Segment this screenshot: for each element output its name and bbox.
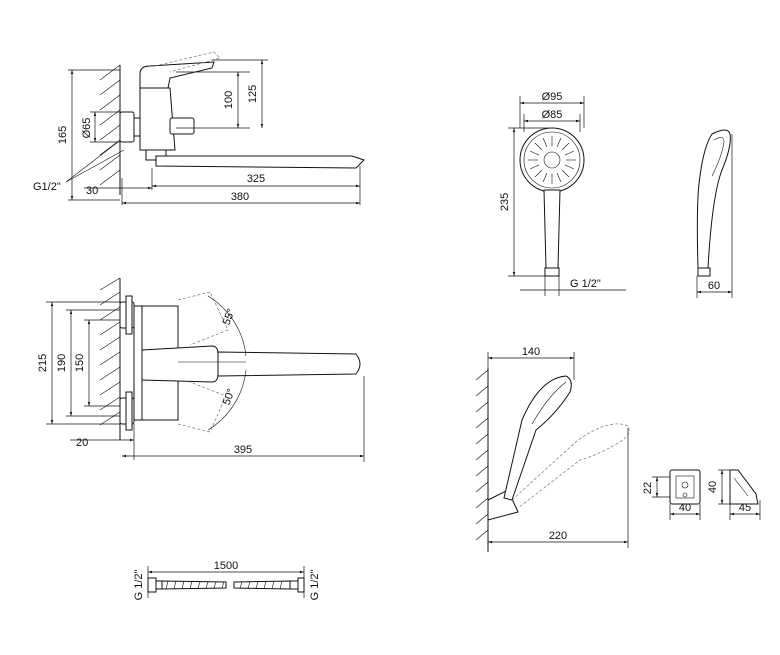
thread-label-shower: G 1/2": [570, 278, 601, 290]
thread-label-side: G1/2": [33, 181, 61, 193]
dim-395: 395: [234, 444, 252, 456]
thread-label-hose-right: G 1/2": [309, 570, 321, 601]
mixer-side-body: [119, 51, 365, 169]
shower-head-side: 60: [696, 129, 733, 298]
mixer-top-body: [119, 291, 361, 433]
side-view: 165 100 125 Ø65 G1/2" 30 325 380: [33, 51, 365, 205]
dim-100: 100: [223, 91, 235, 109]
dim-235: 235: [499, 193, 511, 211]
dim-1500: 1500: [214, 560, 238, 572]
dim-40-front: 40: [679, 502, 691, 514]
dim-d65: Ø65: [81, 118, 93, 139]
dim-150: 150: [74, 354, 86, 372]
dim-380: 380: [231, 191, 249, 203]
bracket-front: 22 40: [642, 469, 701, 520]
dim-190: 190: [56, 354, 68, 372]
dim-325: 325: [247, 173, 265, 185]
hose-view: 1500 G 1/2" G 1/2": [133, 560, 321, 600]
dim-215: 215: [37, 354, 49, 372]
dim-40-side: 40: [707, 481, 719, 493]
dim-165: 165: [57, 126, 69, 144]
thread-label-hose-left: G 1/2": [133, 570, 145, 601]
bracket-side: 40 45: [707, 469, 761, 520]
dim-20: 20: [76, 437, 88, 449]
dim-60: 60: [708, 280, 720, 292]
shower-head-views: Ø95 Ø85 235 G 1/2" 60: [499, 91, 733, 298]
top-view: 55° 50° 215 190 150 20 395: [37, 277, 365, 462]
dim-125: 125: [247, 85, 259, 103]
angle-55: 55°: [221, 307, 238, 327]
dim-140: 140: [522, 346, 540, 358]
dim-45: 45: [739, 502, 751, 514]
angle-50: 50°: [221, 387, 238, 407]
dim-d95: Ø95: [542, 91, 563, 103]
dim-d85: Ø85: [542, 109, 563, 121]
holder-view: 140 220: [475, 346, 630, 552]
dim-22: 22: [642, 482, 654, 494]
bracket-views: 22 40 40 45: [642, 469, 761, 520]
wall-hatch-holder: [475, 368, 489, 552]
holder-with-shower: [487, 375, 630, 521]
wall-hatch-side: [99, 64, 121, 195]
dim-30: 30: [86, 185, 98, 197]
dim-220: 220: [549, 530, 567, 542]
shower-head-front: Ø95 Ø85 235 G 1/2": [499, 91, 626, 296]
